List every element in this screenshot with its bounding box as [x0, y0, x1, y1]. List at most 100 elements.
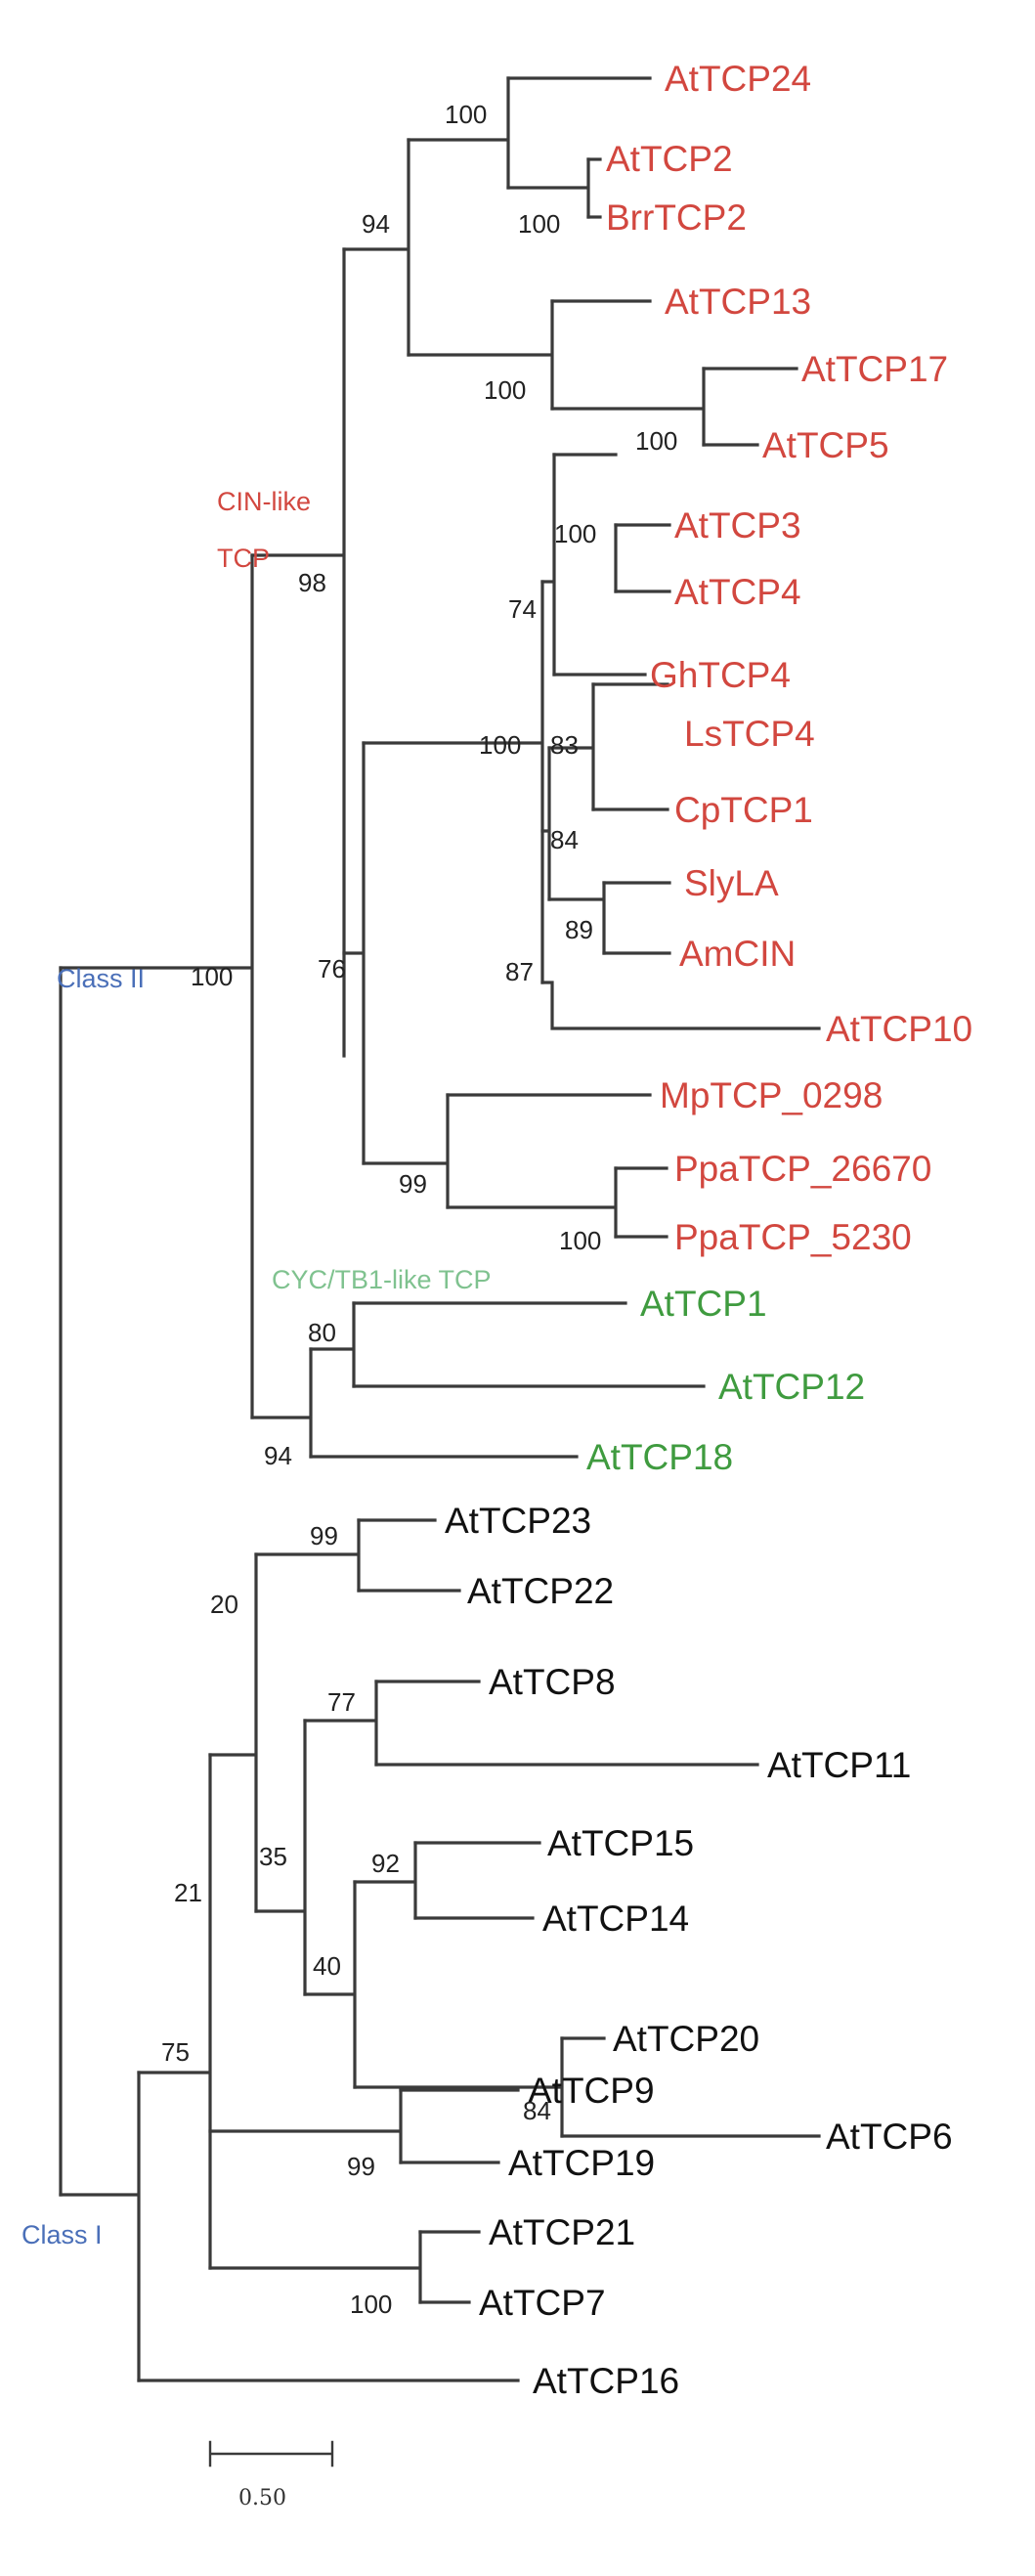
- leaf-ppatcp-26670: PpaTCP_26670: [674, 1149, 931, 1189]
- leaf-attcp2: AtTCP2: [606, 139, 733, 179]
- bootstrap-value: 100: [559, 1226, 601, 1255]
- leaf-attcp18: AtTCP18: [586, 1437, 733, 1477]
- leaf-ppatcp-5230: PpaTCP_5230: [674, 1217, 912, 1257]
- branch-sly-am: [547, 881, 606, 955]
- leaf-attcp24: AtTCP24: [665, 59, 811, 99]
- cyc-tb1-label: CYC/TB1-like TCP: [272, 1265, 492, 1294]
- leaf-attcp11: AtTCP11: [767, 1745, 911, 1785]
- bootstrap-value: 100: [484, 375, 526, 405]
- bootstrap-value: 89: [565, 915, 593, 944]
- bootstrap-value: 100: [518, 209, 560, 239]
- branch-9-19: [208, 2088, 403, 2164]
- scale-bar-line: [208, 2440, 334, 2467]
- bootstrap-value: 100: [350, 2290, 392, 2319]
- cin-like-label-tcp: TCP: [217, 544, 270, 573]
- clade-labels: Class II Class I CIN-like TCP CYC/TB1-li…: [22, 487, 492, 2249]
- bootstrap-value: 35: [259, 1842, 287, 1871]
- bootstrap-value: 100: [635, 426, 677, 456]
- leaf-attcp15: AtTCP15: [547, 1823, 694, 1863]
- bootstrap-value: 84: [523, 2096, 551, 2125]
- leaf-attcp3: AtTCP3: [674, 505, 801, 546]
- branch-2-brr: [506, 157, 590, 219]
- branch-35-group: [254, 1719, 307, 1996]
- bootstrap-value: 94: [264, 1441, 292, 1470]
- leaf-attcp1: AtTCP1: [640, 1284, 767, 1324]
- bootstrap-value: 98: [298, 568, 326, 597]
- leaf-attcp12: AtTCP12: [718, 1367, 865, 1407]
- leaf-attcp21: AtTCP21: [489, 2212, 635, 2252]
- branch-20-group: [208, 1552, 258, 1913]
- leaf-slyla: SlyLA: [684, 863, 779, 903]
- tree-branches: [59, 76, 821, 2382]
- leaf-attcp13: AtTCP13: [665, 282, 811, 322]
- branch-15-14: [353, 1841, 417, 1920]
- bootstrap-value: 99: [399, 1169, 427, 1199]
- bootstrap-value: 100: [191, 962, 233, 991]
- leaf-ghtcp4: GhTCP4: [650, 655, 791, 695]
- cin-like-label: CIN-like: [217, 487, 311, 516]
- branch-1-12: [309, 1301, 356, 1388]
- branch-core: [362, 580, 544, 984]
- leaf-attcp9: AtTCP9: [528, 2071, 655, 2111]
- bootstrap-value: 100: [445, 100, 487, 129]
- leaf-attcp8: AtTCP8: [489, 1662, 616, 1702]
- bootstrap-value: 74: [508, 594, 537, 624]
- branch-3-4: [552, 453, 618, 593]
- bootstrap-value: 92: [371, 1849, 400, 1878]
- leaf-attcp17: AtTCP17: [801, 349, 948, 389]
- bootstrap-value: 76: [318, 954, 346, 983]
- bootstrap-values: 100 94 100 100 100 98 100 74 100 83 84 8…: [161, 100, 677, 2319]
- branch-class-i: [59, 2071, 141, 2382]
- branch-24-13: [342, 138, 410, 357]
- bootstrap-value: 87: [505, 957, 534, 986]
- branch-ls-cp: [547, 682, 595, 811]
- bootstrap-value: 84: [550, 825, 579, 854]
- branch-17-5: [550, 367, 706, 447]
- bootstrap-value: 80: [308, 1318, 336, 1347]
- scale-bar-label: 0.50: [238, 2486, 286, 2511]
- branch-20-6: [353, 2036, 564, 2138]
- leaf-attcp7: AtTCP7: [479, 2283, 606, 2323]
- bootstrap-value: 20: [210, 1590, 238, 1619]
- branch-13-17: [407, 299, 554, 411]
- leaf-attcp19: AtTCP19: [508, 2143, 655, 2183]
- leaf-cptcp1: CpTCP1: [674, 790, 813, 830]
- branch-40-group: [303, 1880, 357, 2089]
- branch-cyc: [250, 1347, 313, 1459]
- branch-attcp10: [540, 981, 821, 1030]
- leaf-amcin: AmCIN: [679, 934, 796, 974]
- bootstrap-value: 100: [479, 730, 521, 760]
- leaf-labels: AtTCP24 AtTCP2 BrrTCP2 AtTCP13 AtTCP17 A…: [445, 59, 972, 2401]
- leaf-lstcp4: LsTCP4: [684, 714, 815, 754]
- branch-23-22: [254, 1518, 361, 1593]
- leaf-attcp16: AtTCP16: [533, 2361, 679, 2401]
- branch-21-7: [208, 2230, 422, 2304]
- branch-75: [137, 1753, 212, 2270]
- branch-3-gh: [540, 453, 556, 677]
- class-ii-label: Class II: [57, 964, 145, 993]
- bootstrap-value: 94: [362, 209, 390, 239]
- branch-8-11: [303, 1680, 378, 1767]
- bootstrap-value: 100: [554, 519, 596, 548]
- bootstrap-value: 83: [550, 730, 579, 760]
- leaf-brrtcp2: BrrTCP2: [606, 197, 747, 238]
- bootstrap-value: 40: [313, 1951, 341, 1981]
- bootstrap-value: 99: [347, 2152, 375, 2181]
- leaf-attcp20: AtTCP20: [613, 2019, 759, 2059]
- bootstrap-value: 77: [327, 1687, 356, 1717]
- branch-cin: [250, 247, 346, 1058]
- leaf-attcp10: AtTCP10: [826, 1009, 972, 1049]
- bootstrap-value: 75: [161, 2037, 190, 2067]
- branch-ppa: [446, 1166, 618, 1239]
- class-i-label: Class I: [22, 2220, 103, 2249]
- bootstrap-value: 21: [174, 1878, 202, 1907]
- leaf-attcp22: AtTCP22: [467, 1571, 614, 1611]
- leaf-attcp4: AtTCP4: [674, 572, 801, 612]
- leaf-attcp5: AtTCP5: [762, 425, 889, 465]
- leaf-attcp6: AtTCP6: [826, 2117, 953, 2157]
- branch-mp-group: [362, 1093, 450, 1209]
- scale-bar: 0.50: [208, 2440, 334, 2511]
- branch-24-2: [407, 76, 510, 190]
- leaf-attcp14: AtTCP14: [542, 1899, 689, 1939]
